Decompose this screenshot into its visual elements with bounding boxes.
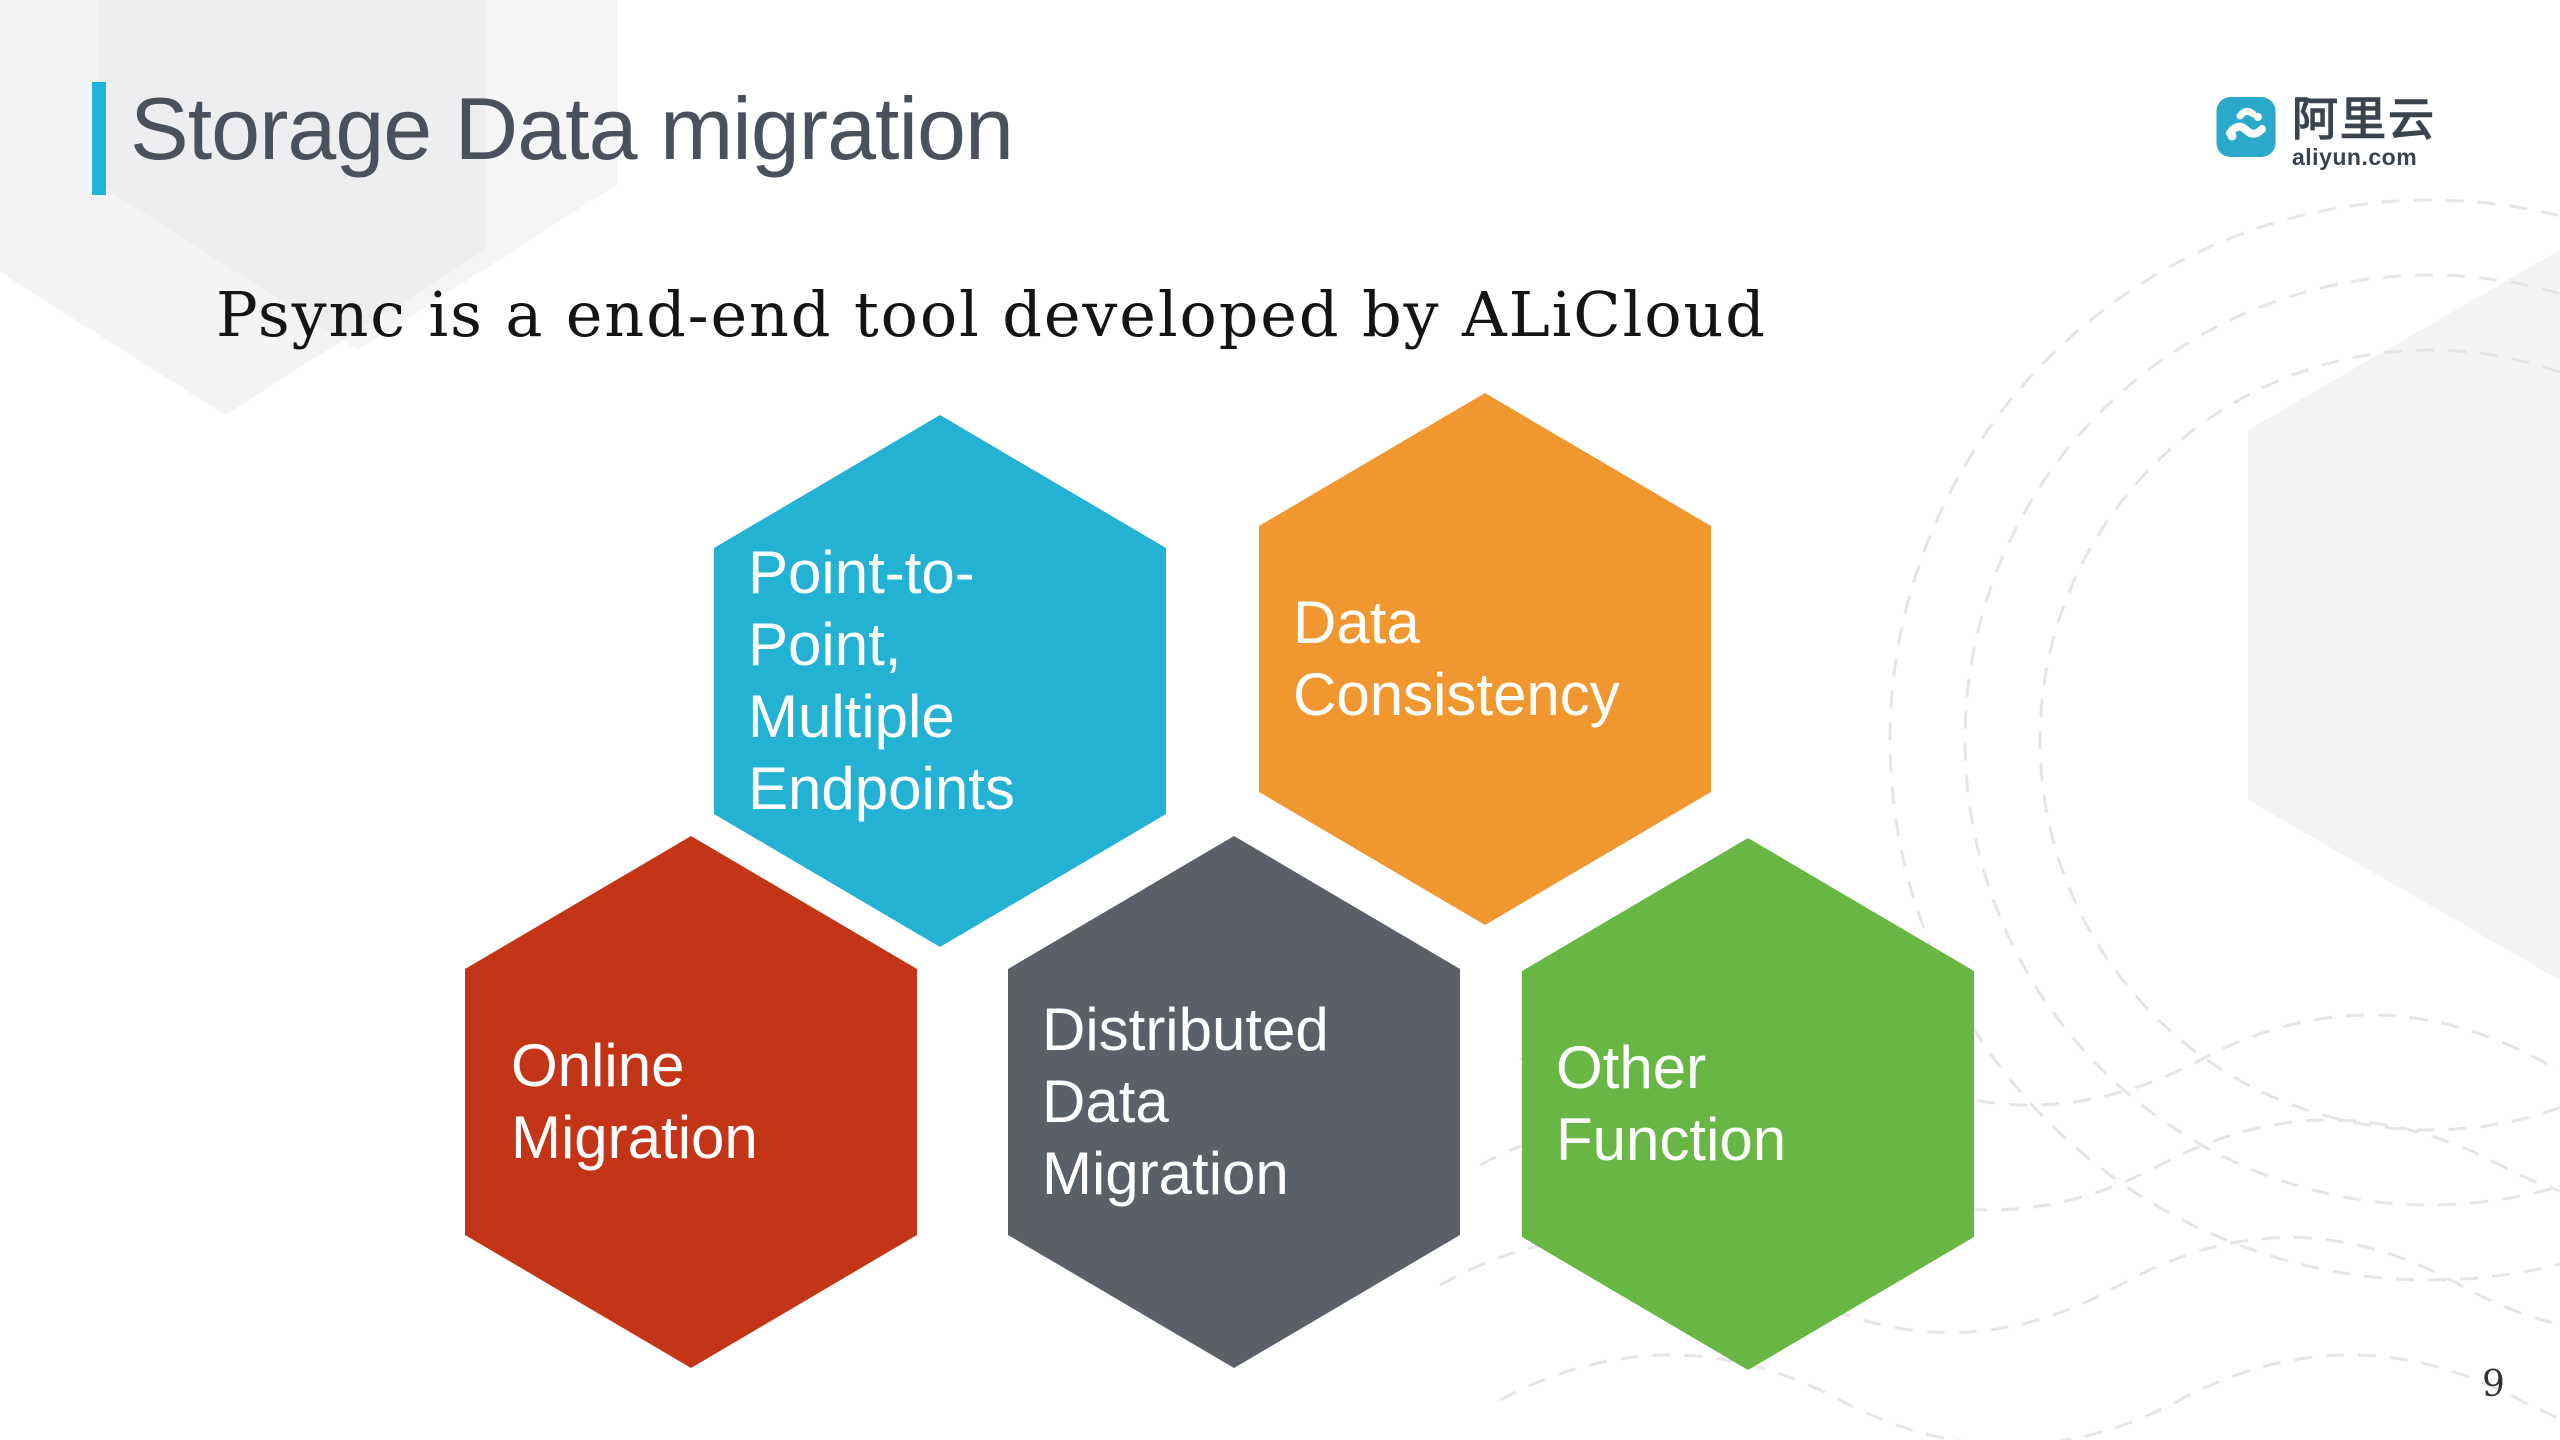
hexagon-label-line: Migration bbox=[511, 1104, 758, 1171]
hexagon-label-line: Data bbox=[1042, 1068, 1169, 1135]
hexagon-label-line: Endpoints bbox=[748, 755, 1015, 822]
hexagon-label-line: Point, bbox=[748, 611, 902, 678]
hexagon-label-line: Multiple bbox=[748, 683, 955, 750]
slide-subtitle: Psync is a end-end tool developed by ALi… bbox=[216, 278, 1767, 351]
hexagon-label-line: Other bbox=[1556, 1034, 1707, 1101]
hexagon-label: Other Function bbox=[1522, 1032, 1974, 1176]
hexagon-label: Point-to- Point, Multiple Endpoints bbox=[714, 537, 1166, 825]
page-title: Storage Data migration bbox=[130, 79, 1014, 178]
hexagon-label-line: Distributed bbox=[1042, 996, 1329, 1063]
aliyun-cloud-icon bbox=[2216, 97, 2276, 157]
hexagon-label-line: Data bbox=[1293, 589, 1420, 656]
logo-domain: aliyun.com bbox=[2292, 144, 2418, 170]
logo-text: 阿里云 aliyun.com bbox=[2292, 96, 2436, 170]
logo-brand-name: 阿里云 bbox=[2292, 93, 2436, 145]
hexagon-label-line: Migration bbox=[1042, 1140, 1289, 1207]
hexagon-label-line: Online bbox=[511, 1032, 685, 1099]
title-accent-bar bbox=[92, 82, 106, 195]
hexagon-point-to-point-multiple-endpoints: Point-to- Point, Multiple Endpoints bbox=[714, 415, 1166, 947]
hexagon-label-line: Consistency bbox=[1293, 661, 1620, 728]
page-number: 9 bbox=[2482, 1364, 2505, 1405]
hexagon-label-line: Point-to- bbox=[748, 539, 975, 606]
hexagon-label: Online Migration bbox=[465, 1030, 917, 1174]
hexagon-data-consistency: Data Consistency bbox=[1259, 393, 1711, 925]
hexagon-label-line: Function bbox=[1556, 1106, 1787, 1173]
aliyun-logo: 阿里云 aliyun.com bbox=[2216, 96, 2436, 170]
hexagon-label: Distributed Data Migration bbox=[1008, 994, 1460, 1210]
hexagon-label: Data Consistency bbox=[1259, 587, 1711, 731]
